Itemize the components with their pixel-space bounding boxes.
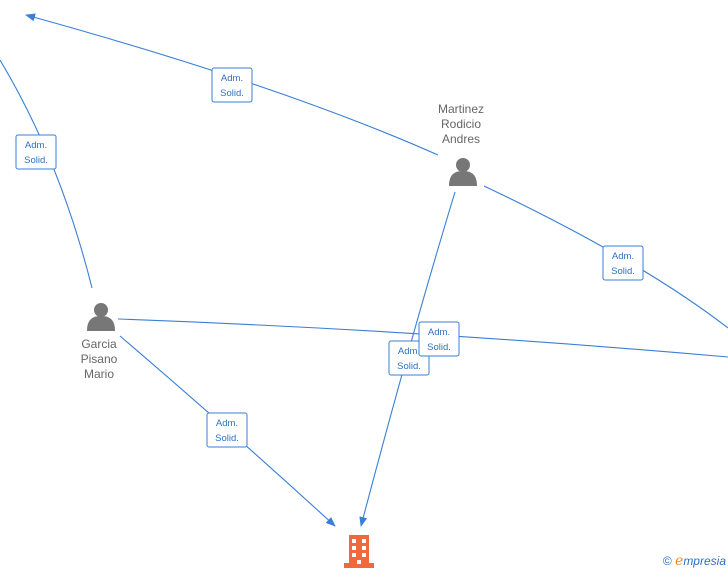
edge-label-top: Adm. Solid.	[211, 67, 253, 103]
edge-martinez-to-offscreen-top	[25, 13, 439, 156]
edge-label-right: Adm. Solid.	[602, 245, 644, 281]
edge-label-line2: Solid.	[611, 266, 635, 277]
copyright-symbol: ©	[662, 554, 672, 568]
name-line: Mario	[84, 367, 114, 381]
person-name-garcia: Garcia Pisano Mario	[81, 337, 118, 381]
edge-label-line1: Adm.	[25, 140, 47, 151]
edge-label-line2: Solid.	[220, 88, 244, 99]
name-line: Pisano	[81, 352, 118, 366]
edge-label-bottom: Adm. Solid.	[206, 412, 248, 448]
person-node-garcia[interactable]: Garcia Pisano Mario	[81, 303, 118, 381]
name-line: Andres	[442, 132, 480, 146]
building-icon	[344, 535, 374, 568]
person-icon	[87, 303, 115, 331]
edge-label-line1: Adm.	[398, 346, 420, 357]
brand-logo-e: e	[675, 553, 684, 569]
edge-garcia-to-offscreen-topleft	[0, 59, 93, 289]
brand-logo-text: mpresia	[683, 554, 726, 568]
person-icon	[449, 158, 477, 186]
edge-label-line2: Solid.	[397, 361, 421, 372]
edge-label-line2: Solid.	[427, 342, 451, 353]
edge-label-line1: Adm.	[221, 73, 243, 84]
company-node[interactable]	[344, 535, 374, 568]
edge-label-line1: Adm.	[216, 418, 238, 429]
edge-label-left: Adm. Solid.	[15, 134, 57, 170]
name-line: Martinez	[438, 102, 484, 116]
edge-label-line1: Adm.	[428, 327, 450, 338]
edge-label-line2: Solid.	[24, 155, 48, 166]
person-node-martinez[interactable]: Martinez Rodicio Andres	[438, 102, 484, 186]
empresia-watermark: © empresia	[663, 553, 726, 569]
edge-label-middle-right: Adm. Solid.	[418, 321, 460, 357]
name-line: Garcia	[81, 337, 117, 351]
edge-label-line2: Solid.	[215, 433, 239, 444]
person-name-martinez: Martinez Rodicio Andres	[438, 102, 484, 146]
name-line: Rodicio	[441, 117, 481, 131]
edge-label-line1: Adm.	[612, 251, 634, 262]
